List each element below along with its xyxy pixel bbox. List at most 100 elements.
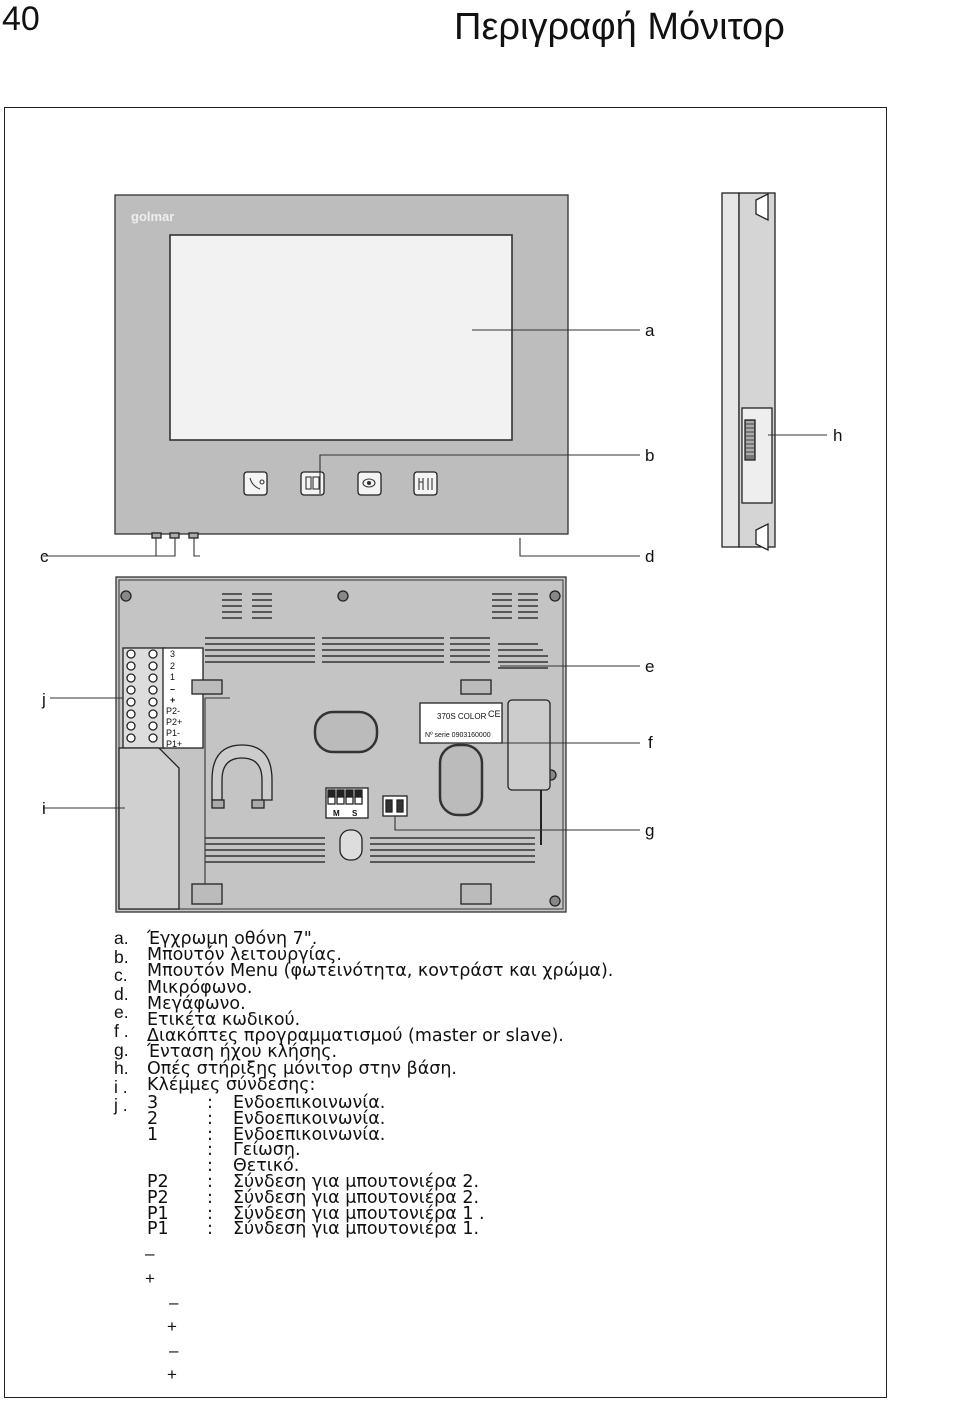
sticker-model: 370S COLOR <box>437 712 487 721</box>
switch-label-m: M <box>333 809 340 818</box>
terminal-key <box>147 1156 207 1172</box>
callout-j: j <box>41 690 46 709</box>
legend-descriptions: Έγχρωμη οθόνη 7". Μπουτόν λειτουργίας. Μ… <box>147 929 614 1095</box>
legend-letter: i . <box>114 1076 128 1097</box>
terminal-label: 2 <box>170 661 175 671</box>
button-intercom-icon <box>243 471 268 496</box>
terminal-text: Σύνδεση για μπουτονιέρα 2. <box>233 1171 480 1192</box>
legend-description: Μπουτόν λειτουργίας. <box>147 945 342 966</box>
terminal-list: 3: Ενδοεπικοινωνία. 2: Ενδοεπικοινωνία. 1:… <box>147 1093 485 1240</box>
terminal-sep: : <box>207 1124 213 1145</box>
sticker-serial: Nº serie 0903160000 <box>425 732 491 739</box>
legend-description: Ένταση ήχου κλήσης. <box>147 1042 338 1063</box>
brand-logo: golmar <box>131 209 174 224</box>
terminal-sep: : <box>207 1171 213 1192</box>
terminal-text: Ενδοεπικοινωνία. <box>233 1093 386 1113</box>
terminal-label: P2- <box>166 706 180 716</box>
sign-plus: + <box>145 1269 155 1288</box>
legend-description: Έγχρωμη οθόνη 7". <box>147 929 318 949</box>
callout-i: i <box>42 799 46 818</box>
callout-h: h <box>833 426 842 445</box>
terminal-key: P1 <box>147 1219 169 1240</box>
terminal-row: P2: Σύνδεση για μπουτονιέρα 2. <box>147 1171 485 1192</box>
terminal-label: + <box>170 695 175 705</box>
terminal-sep: : <box>207 1156 213 1177</box>
page-number: 40 <box>2 0 40 38</box>
terminal-sep: : <box>207 1187 213 1208</box>
terminal-row: 3: Ενδοεπικοινωνία. <box>147 1093 485 1113</box>
legend-letter: h. <box>114 1058 129 1079</box>
terminal-label: P2+ <box>166 717 182 727</box>
terminal-row: : Γείωση. <box>147 1140 485 1161</box>
callout-c: c <box>40 547 49 566</box>
callout-e: e <box>645 657 654 676</box>
legend-description: Ετικέτα κωδικού. <box>147 1009 301 1030</box>
content-frame <box>4 107 887 1398</box>
legend-description: Μεγάφωνο. <box>147 993 246 1014</box>
terminal-sep: : <box>207 1203 213 1224</box>
terminal-key: P2 <box>147 1187 169 1208</box>
callout-g: g <box>645 821 654 840</box>
terminal-sep: : <box>207 1140 213 1161</box>
terminal-key: P1 <box>147 1203 169 1224</box>
terminal-row: P2: Σύνδεση για μπουτονιέρα 2. <box>147 1187 485 1208</box>
leader-lines <box>43 329 827 884</box>
terminal-key: 3 <box>147 1093 159 1113</box>
legend-letter: e. <box>114 1002 129 1023</box>
terminal-text: Γείωση. <box>233 1140 301 1161</box>
callout-a: a <box>645 321 655 340</box>
serial-sticker <box>419 702 503 744</box>
ce-mark: CE <box>488 709 501 719</box>
legend-letters: a. b. c. d. e. f . g. h. i . j . <box>114 929 129 1115</box>
terminal-text: Ενδοεπικοινωνία. <box>233 1108 386 1129</box>
legend-letter: g. <box>114 1039 129 1060</box>
legend-description: Μπουτόν Menu (φωτεινότητα, κοντράστ και … <box>147 961 614 982</box>
terminal-sep: : <box>207 1219 213 1240</box>
monitor-side-view <box>721 192 776 552</box>
switch-label-s: S <box>352 809 358 818</box>
terminal-label: – <box>170 684 175 694</box>
terminal-row: P1: Σύνδεση για μπουτονιέρα 1 . <box>147 1203 485 1224</box>
callout-d: d <box>645 547 654 566</box>
terminal-row: 2: Ενδοεπικοινωνία. <box>147 1108 485 1129</box>
monitor-front-view: golmar <box>114 194 569 539</box>
callout-b: b <box>645 446 654 465</box>
legend-description: Μικρόφωνο. <box>147 977 253 998</box>
terminal-label: P1+ <box>166 739 182 749</box>
callout-f: f <box>648 733 653 752</box>
terminal-row: P1: Σύνδεση για μπουτονιέρα 1. <box>147 1219 485 1240</box>
terminal-text: Ενδοεπικοινωνία. <box>233 1124 386 1145</box>
legend-description: Οπές στήριξης μόνιτορ στην βάση. <box>147 1058 457 1079</box>
legend-letter: a. <box>114 928 129 948</box>
terminal-text: Σύνδεση για μπουτονιέρα 2. <box>233 1187 480 1208</box>
monitor-rear-view: 3 2 1 – + P2- P2+ P1- P1+ <box>115 576 567 913</box>
terminal-label: 1 <box>170 672 175 682</box>
terminal-label: P1- <box>166 728 180 738</box>
terminal-key <box>147 1140 207 1156</box>
button-menu-icon <box>413 471 438 496</box>
terminal-text: Σύνδεση για μπουτονιέρα 1. <box>233 1219 480 1240</box>
terminal-sep: : <box>207 1093 213 1113</box>
terminal-text: Σύνδεση για μπουτονιέρα 1 . <box>233 1203 485 1224</box>
terminal-label: 3 <box>170 649 175 659</box>
terminal-row: : Θετικό. <box>147 1156 485 1177</box>
terminal-block <box>122 647 204 749</box>
terminal-key: 1 <box>147 1124 159 1145</box>
legend-description: Διακόπτες προγραμματισμού (master or sla… <box>147 1026 564 1047</box>
page-title: Περιγραφή Μόνιτορ <box>454 6 785 48</box>
sign-plus: + <box>167 1365 177 1384</box>
terminal-text: Θετικό. <box>233 1156 300 1177</box>
legend-letter: f . <box>114 1020 129 1041</box>
terminal-row: 1: Ενδοεπικοινωνία. <box>147 1124 485 1145</box>
sign-plus: + <box>167 1317 177 1336</box>
sign-minus: – <box>169 1341 179 1360</box>
sign-minus: – <box>145 1244 155 1263</box>
terminal-key: P2 <box>147 1171 169 1192</box>
legend-letter: j . <box>114 1095 128 1116</box>
legend-description: Κλέμμες σύνδεσης: <box>147 1074 316 1095</box>
terminal-key: 2 <box>147 1108 159 1129</box>
legend-letter: d. <box>114 983 129 1004</box>
legend-letter: b. <box>114 946 129 967</box>
terminal-sep: : <box>207 1108 213 1129</box>
